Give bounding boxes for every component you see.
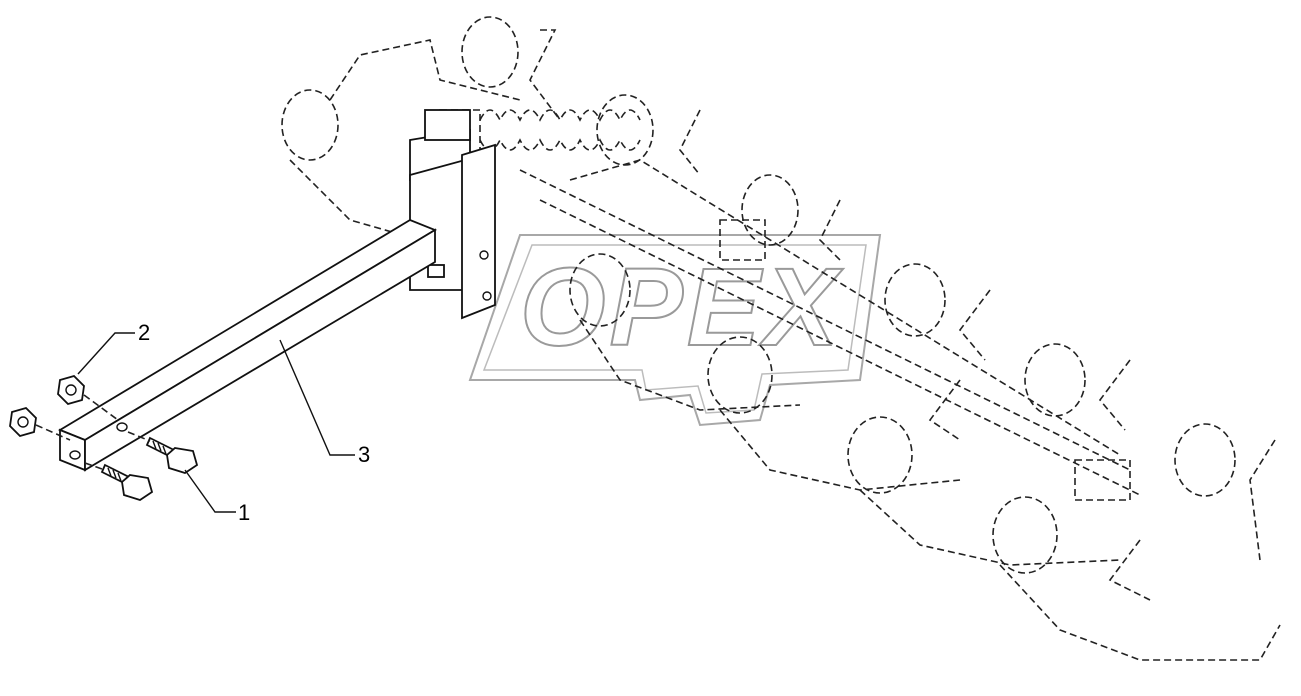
arm-bolt-hole xyxy=(69,450,81,460)
tine-coil xyxy=(741,174,799,246)
tine-coil xyxy=(884,263,946,337)
bolt-thread xyxy=(107,467,122,482)
tine-finger xyxy=(579,319,801,411)
nut-hole xyxy=(65,384,77,396)
tine-coil xyxy=(1024,343,1086,417)
tine-coil xyxy=(707,336,773,414)
tine-finger xyxy=(529,29,561,121)
tine-coil xyxy=(1174,423,1236,497)
nut-1 xyxy=(57,374,85,406)
tine-finger xyxy=(329,39,521,101)
callout-leader xyxy=(184,469,236,513)
assembly-guides xyxy=(35,394,151,471)
tine-coil xyxy=(596,94,654,166)
tine-finger xyxy=(1108,539,1151,601)
pivot-block xyxy=(424,109,471,141)
callout-1: 1 xyxy=(184,469,250,525)
watermark-gear-outline xyxy=(468,234,882,427)
tine-finger xyxy=(958,289,991,361)
callout-2: 2 xyxy=(77,320,150,375)
assembly-guide-line xyxy=(127,431,151,442)
tine-clamp xyxy=(1074,459,1131,501)
tine-finger xyxy=(1249,439,1276,561)
tine-finger xyxy=(859,489,1121,566)
arm-top-face xyxy=(57,218,438,442)
tine-coil xyxy=(461,16,519,88)
assembly-guide-line xyxy=(84,462,106,471)
tension-spring xyxy=(479,109,641,122)
bracket-hole xyxy=(482,291,492,301)
assembly-guide-line xyxy=(83,394,119,421)
nut-hex xyxy=(57,374,85,406)
tine-coil xyxy=(992,496,1058,574)
tension-spring xyxy=(479,138,641,151)
watermark-text: OPEX xyxy=(520,246,843,369)
tine-finger xyxy=(928,379,961,441)
tine-finger xyxy=(1098,359,1131,431)
mounting-bracket xyxy=(409,109,496,320)
bolt-1 xyxy=(100,463,154,501)
tine-bar xyxy=(569,159,1121,456)
tine-coil xyxy=(569,253,631,327)
nut-2 xyxy=(9,406,37,438)
arm-side-face xyxy=(84,228,436,472)
bracket-upright xyxy=(461,143,496,320)
callout-label: 1 xyxy=(238,500,250,525)
bolt-head xyxy=(166,447,199,474)
tine-finger xyxy=(999,564,1281,661)
watermark: OPEX xyxy=(468,234,882,427)
callout-label: 2 xyxy=(138,320,150,345)
tine-coil xyxy=(281,89,339,161)
tine-clamp xyxy=(719,219,766,261)
tine-bar xyxy=(539,199,1141,496)
assembly-guide-line xyxy=(35,424,71,441)
nut-hole xyxy=(17,416,29,428)
rake-tines-phantom xyxy=(281,16,1281,661)
tine-bar xyxy=(519,169,1131,471)
arm-bolt-hole xyxy=(116,422,128,432)
nut-hex xyxy=(9,406,37,438)
tine-finger xyxy=(819,199,841,261)
bolt-head xyxy=(121,474,154,501)
bracket-hole xyxy=(479,250,489,260)
bolt-thread xyxy=(152,440,167,455)
watermark-gear-outline-inner xyxy=(482,244,867,414)
callout-3: 3 xyxy=(279,339,370,467)
bolt-2 xyxy=(145,436,199,474)
tine-coil xyxy=(847,416,913,494)
callout-label: 3 xyxy=(358,442,370,467)
tine-finger xyxy=(679,109,701,176)
callout-leader xyxy=(77,332,135,375)
callout-leader xyxy=(279,339,355,456)
bracket-nut xyxy=(427,264,445,278)
tine-finger xyxy=(719,409,961,491)
mounting-arm xyxy=(57,218,438,472)
